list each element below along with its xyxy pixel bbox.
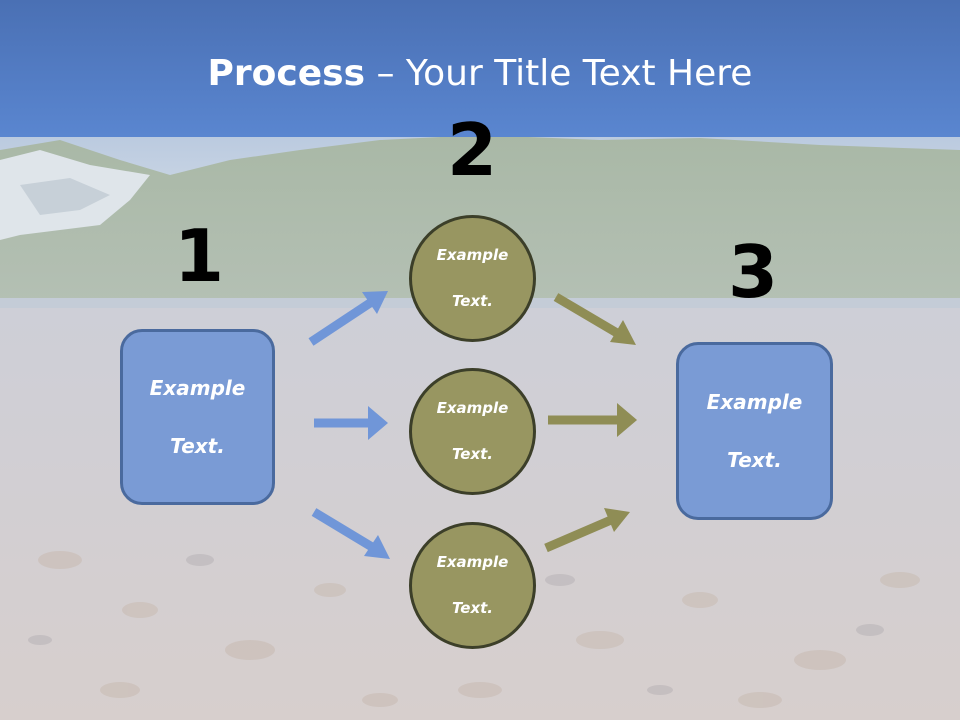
top-circle-line1: Example <box>436 246 509 264</box>
step-number-3: 3 <box>727 230 779 314</box>
title-rest: – Your Title Text Here <box>365 53 753 94</box>
bottom-circle-line2: Text. <box>451 599 493 617</box>
top-circle-line2: Text. <box>451 292 493 310</box>
middle-circle-line2: Text. <box>451 445 493 463</box>
middle-circle[interactable]: Example Text. <box>409 368 536 495</box>
title-bold: Process <box>207 53 366 94</box>
right-text-box[interactable]: Example Text. <box>676 342 833 520</box>
title-band <box>0 0 960 137</box>
step-number-1: 1 <box>173 214 225 298</box>
middle-circle-line1: Example <box>436 399 509 417</box>
left-text-box[interactable]: Example Text. <box>120 329 275 505</box>
right-box-line1: Example <box>706 389 803 414</box>
top-circle[interactable]: Example Text. <box>409 215 536 342</box>
right-box-line2: Text. <box>727 447 782 472</box>
bottom-circle-line1: Example <box>436 553 509 571</box>
bottom-circle[interactable]: Example Text. <box>409 522 536 649</box>
left-box-line2: Text. <box>170 433 225 458</box>
step-number-2: 2 <box>446 108 498 192</box>
left-box-line1: Example <box>149 375 246 400</box>
slide-title: Process – Your Title Text Here <box>0 52 960 96</box>
